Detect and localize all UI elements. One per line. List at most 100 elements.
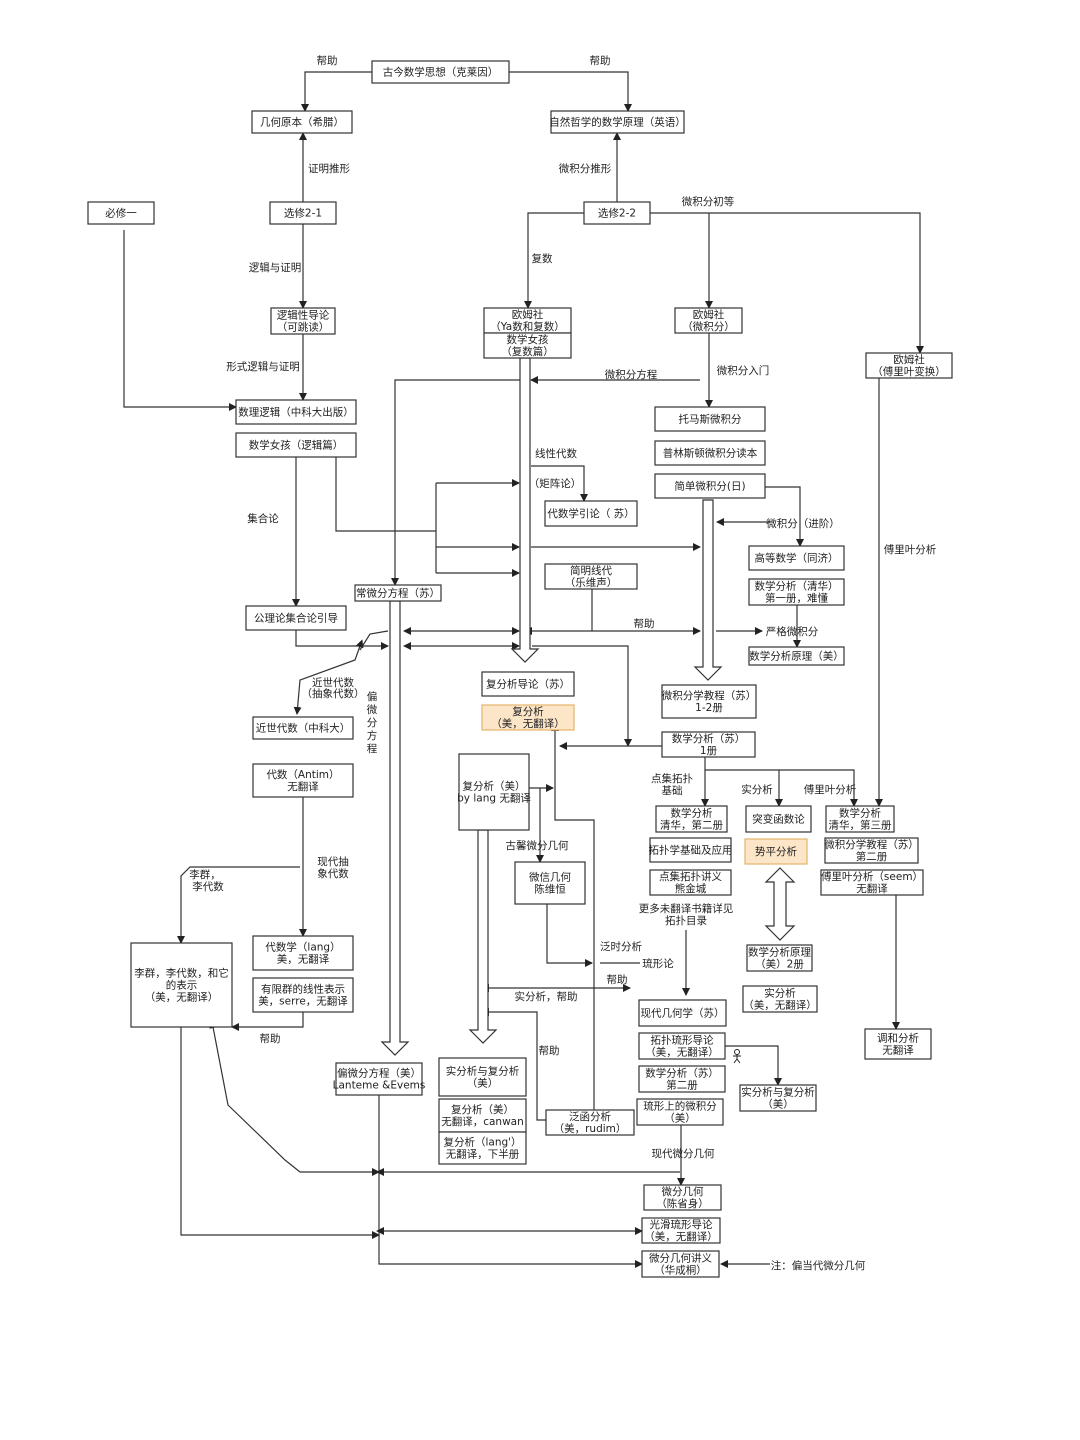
node-box	[371, 60, 510, 84]
node-box	[744, 838, 808, 865]
node-omu-fly: 欧姆社（傅里叶变换）	[865, 352, 953, 379]
edge-label: 帮助	[539, 1044, 560, 1057]
node-text: 数学分析原理	[748, 946, 811, 959]
node-box	[641, 1250, 720, 1278]
node-fufen-canwan: 复分析（美）无翻译，canwan	[438, 1098, 527, 1133]
connector-arrow	[301, 71, 372, 112]
connector-arrow	[209, 1020, 380, 1176]
node-jiandan: 简单微积分(日)	[654, 473, 766, 499]
node-box	[742, 985, 818, 1013]
node-text: 第二册	[856, 850, 888, 863]
edge-label: 李代数	[192, 880, 224, 893]
fat-arrow	[693, 499, 723, 681]
edge-label: （矩阵论）	[529, 477, 582, 490]
node-text: 高等数学（同济）	[755, 552, 839, 565]
edge-label: 逻辑与证明	[249, 261, 302, 274]
node-omu-wjf: 欧姆社（微积分）	[674, 307, 743, 334]
node-xx22: 选修2-2	[583, 201, 651, 225]
connector-arrow	[231, 1012, 304, 1031]
node-text: （美）	[467, 1077, 499, 1090]
nodes-layer: 古今数学思想（克莱因）几何原本（希腊）自然哲学的数学原理（英语）必修一选修2-1…	[87, 60, 953, 1278]
node-box	[252, 716, 354, 740]
node-text: 微信几何	[529, 871, 571, 884]
node-shifu-mei: 实分析与复分析（美）	[438, 1057, 527, 1097]
node-gongli: 公理论集合论引导	[245, 605, 347, 631]
edge-label-char: 程	[367, 743, 378, 755]
node-fufen-lang2: 复分析（lang'）无翻译，下半册	[438, 1131, 527, 1165]
double-fat-arrow	[764, 867, 796, 941]
edge-label: 形式逻辑与证明	[226, 360, 300, 373]
node-text: 微分几何讲义	[649, 1252, 712, 1265]
node-box	[130, 942, 233, 1028]
node-box	[550, 110, 685, 134]
node-fufen-mei: 复分析（美，无翻译）	[481, 704, 575, 731]
node-text: 必修一	[105, 207, 137, 220]
node-box	[654, 440, 766, 466]
connector-arrow	[359, 630, 389, 651]
person-icon	[733, 1049, 741, 1064]
connector-arrow	[551, 723, 595, 1110]
node-text: （华成桐）	[654, 1264, 707, 1277]
connector-arrow	[123, 230, 237, 411]
node-wjf-jc: 微积分学教程（苏）1-2册	[661, 684, 757, 719]
edge-label: 更多未翻译书籍详见	[639, 902, 734, 915]
node-text: 数学分析	[671, 807, 713, 820]
connector-arrow	[177, 866, 300, 944]
edge-label: 证明推形	[308, 162, 350, 175]
node-text: 清华，第二册	[660, 819, 723, 832]
node-text: 1-2册	[695, 702, 723, 714]
node-box	[252, 763, 354, 798]
node-text: 陈维恒	[534, 883, 566, 896]
edge-label: 现代微分几何	[652, 1147, 715, 1160]
connector-arrow	[705, 769, 858, 807]
node-nvhai-lj: 数学女孩（逻辑篇）	[235, 432, 357, 458]
edge-label: 现代抽	[317, 855, 349, 868]
connector-arrow	[532, 645, 632, 747]
edge-label: 傅里叶分析	[804, 783, 857, 796]
edge-label: 象代数	[317, 867, 349, 880]
node-box	[649, 869, 732, 896]
edge-label: 微积分入门	[717, 364, 770, 377]
node-text: 势平分析	[755, 845, 797, 858]
node-text: 拓扑琉形导论	[651, 1034, 714, 1047]
node-text: （美，rudim）	[554, 1122, 627, 1135]
edge-label-char: 偏	[367, 690, 378, 703]
node-text: 微积分学教程（苏）	[824, 838, 919, 851]
fat-arrows-layer	[380, 357, 796, 1056]
node-text: 代数（Antim）	[266, 768, 339, 781]
node-wjf-jc2: 微积分学教程（苏）第二册	[824, 837, 919, 864]
node-pulin: 普林斯顿微积分读本	[654, 440, 766, 466]
edge-label: 拓扑目录	[665, 914, 707, 927]
node-text: 实分析与复分析	[741, 1086, 815, 1099]
connector-arrow	[725, 1045, 782, 1086]
node-text: （美）	[762, 1098, 794, 1111]
connector-arrow	[765, 486, 804, 547]
node-text: 无翻译	[882, 1044, 914, 1057]
node-box	[638, 999, 727, 1027]
fat-arrow	[510, 357, 540, 663]
node-box	[654, 406, 766, 432]
node-box	[87, 201, 155, 225]
node-box	[252, 977, 354, 1013]
node-antim: 代数（Antim）无翻译	[252, 763, 354, 798]
node-daishu-lang: 代数学（lang）美，无翻译	[252, 935, 354, 971]
node-box	[544, 500, 638, 527]
node-gaoshu: 高等数学（同济）	[748, 545, 845, 571]
edge-label: 实分析	[741, 783, 773, 796]
node-text: 自然哲学的数学原理（英语）	[549, 116, 686, 129]
connector-arrow	[180, 1027, 380, 1239]
node-box	[583, 201, 651, 225]
node-text: （Ya数和复数）	[490, 320, 564, 333]
node-text: （微积分）	[682, 320, 735, 333]
node-text: （美，无翻译）	[491, 717, 565, 730]
node-text: 简单微积分(日)	[674, 480, 745, 493]
node-box	[825, 805, 895, 833]
node-box	[514, 861, 586, 905]
connector-arrow	[293, 639, 364, 715]
node-box	[638, 1032, 726, 1060]
node-text: 拓扑学基础及应用	[649, 844, 733, 857]
node-box	[748, 545, 845, 571]
node-jinshi: 近世代数（中科大）	[252, 716, 354, 740]
node-text: 清华，第三册	[829, 819, 892, 832]
